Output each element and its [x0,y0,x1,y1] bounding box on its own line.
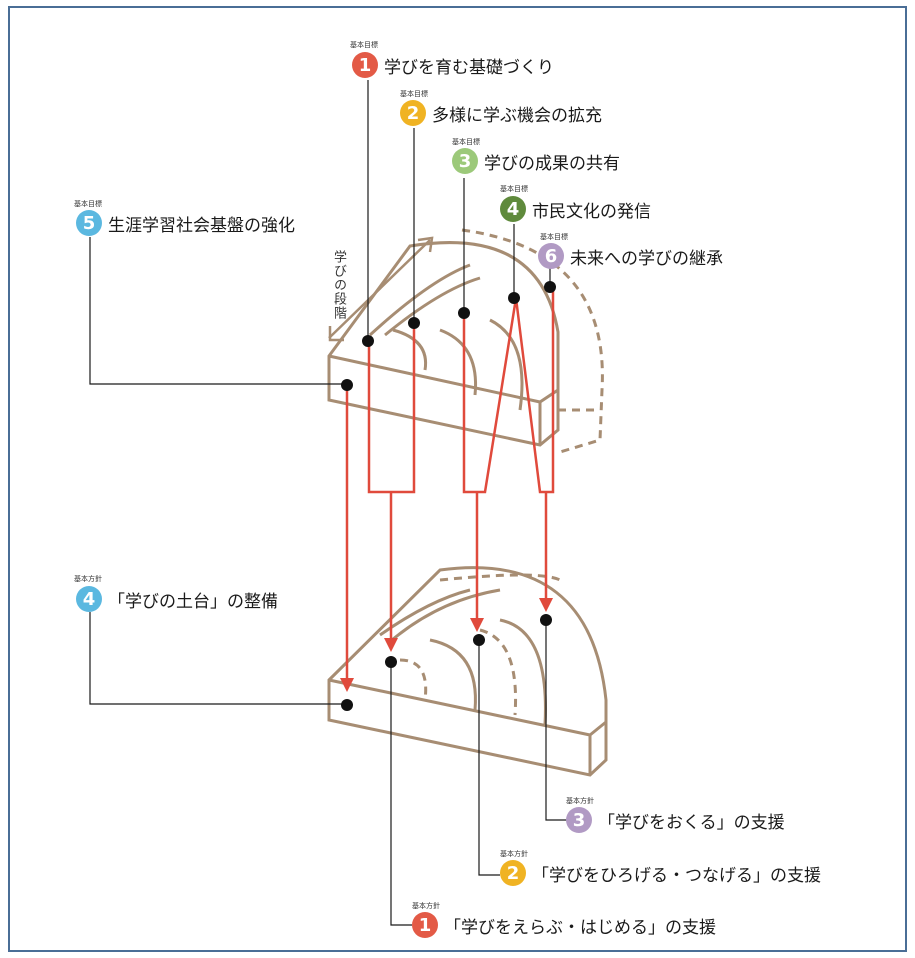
goal-3-tag: 基本目標 [452,138,480,146]
goal-4: 4 市民文化の発信 [500,196,651,222]
policy-1-tag: 基本方針 [412,902,440,910]
bottom-slab [327,566,608,777]
goal-4-badge: 4 [500,196,526,222]
goal-6: 6 未来への学びの継承 [538,243,723,269]
goal-1: 1 学びを育む基礎づくり [352,52,554,78]
policy-1: 1 「学びをえらぶ・はじめる」の支援 [412,912,716,938]
goal-2-badge: 2 [400,100,426,126]
policy-3-title: 「学びをおくる」の支援 [598,812,785,833]
goal-4-tag: 基本目標 [500,185,528,193]
policy-4: 4 「学びの土台」の整備 [76,586,278,612]
policy-1-badge: 1 [412,912,438,938]
goal-2-tag: 基本目標 [400,90,428,98]
policy-3-badge: 3 [566,807,592,833]
goal-1-badge: 1 [352,52,378,78]
policy-4-title: 「学びの土台」の整備 [108,591,278,612]
goal-2-title: 多様に学ぶ機会の拡充 [432,105,602,126]
goal-5-title: 生涯学習社会基盤の強化 [108,215,295,236]
policy-2-title: 「学びをひろげる・つなげる」の支援 [532,865,821,886]
policy-3-tag: 基本方針 [566,797,594,805]
goal-5-tag: 基本目標 [74,200,102,208]
goal-6-title: 未来への学びの継承 [570,248,723,269]
policy-2-tag: 基本方針 [500,850,528,858]
goal-3: 3 学びの成果の共有 [452,148,620,174]
stage-arrow [328,236,434,342]
policy-4-tag: 基本方針 [74,575,102,583]
goal-3-badge: 3 [452,148,478,174]
policy-2-badge: 2 [500,860,526,886]
goal-1-title: 学びを育む基礎づくり [384,57,554,78]
policy-3: 3 「学びをおくる」の支援 [566,807,785,833]
diagram-frame [8,6,907,952]
goal-6-tag: 基本目標 [540,233,568,241]
leader-lines [89,80,568,926]
arrow-heads [340,598,553,692]
goal-2: 2 多様に学ぶ機会の拡充 [400,100,602,126]
top-slab [327,228,604,454]
goal-5-badge: 5 [76,210,102,236]
policy-1-title: 「学びをえらぶ・はじめる」の支援 [444,917,716,938]
goal-4-title: 市民文化の発信 [532,201,651,222]
goal-5: 5 生涯学習社会基盤の強化 [76,210,295,236]
stage-label: 学びの段階 [331,250,346,320]
goal-3-title: 学びの成果の共有 [484,153,620,174]
flow-arrows [345,287,555,680]
connection-dots [341,281,556,711]
policy-4-badge: 4 [76,586,102,612]
goal-6-badge: 6 [538,243,564,269]
policy-2: 2 「学びをひろげる・つなげる」の支援 [500,860,821,886]
goal-1-tag: 基本目標 [350,41,378,49]
